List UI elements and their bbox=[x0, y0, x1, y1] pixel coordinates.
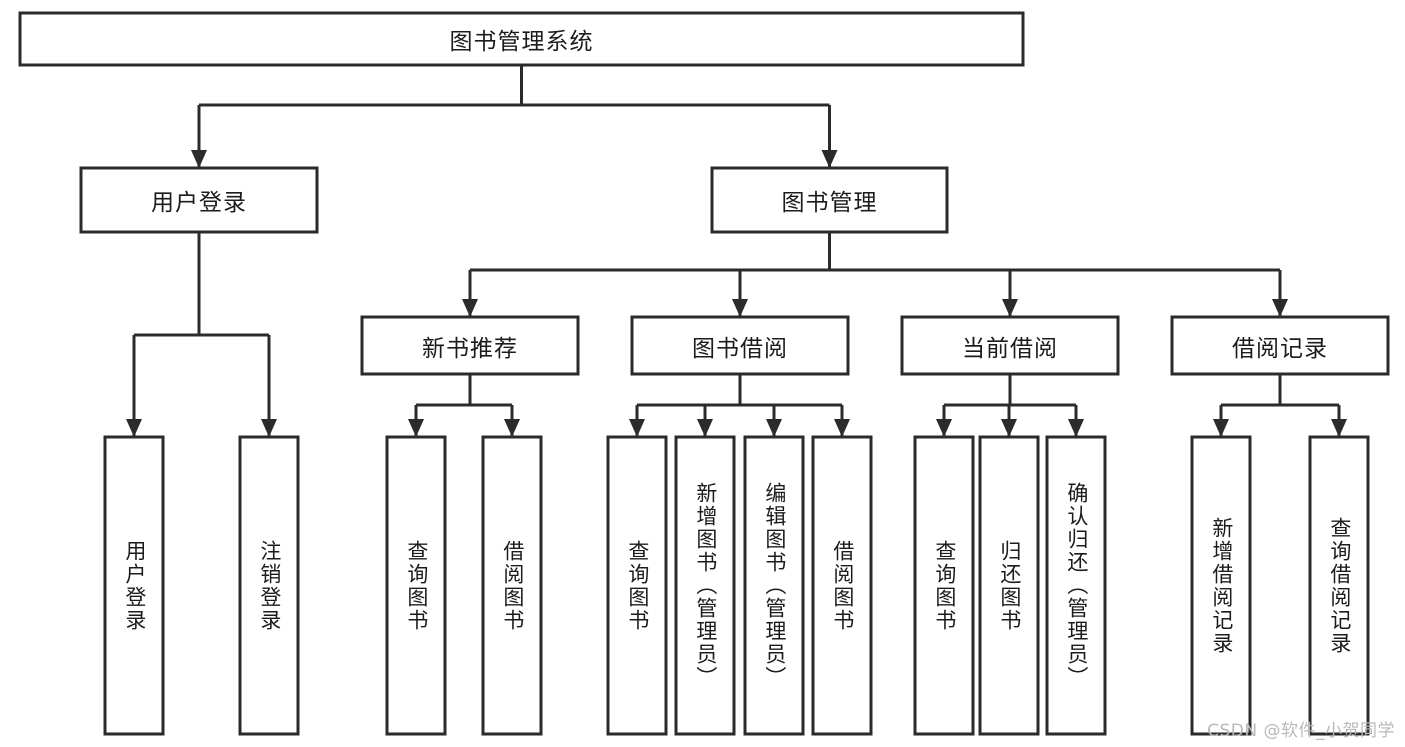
arrow-level2-0 bbox=[191, 150, 207, 168]
arrow-leaf-9 bbox=[1001, 419, 1017, 437]
node-leaf-3[interactable] bbox=[481, 435, 543, 736]
arrow-level3-0 bbox=[462, 299, 478, 317]
node-leaf-2[interactable] bbox=[385, 435, 447, 736]
node-leaf-4[interactable] bbox=[606, 435, 668, 736]
node-level3-0[interactable] bbox=[360, 315, 580, 376]
watermark-text: CSDN @软件_小贺同学 bbox=[1207, 721, 1395, 741]
node-leaf-10[interactable] bbox=[1045, 435, 1107, 736]
arrow-leaf-1 bbox=[261, 419, 277, 437]
node-level3-1[interactable] bbox=[630, 315, 850, 376]
arrow-leaf-11 bbox=[1213, 419, 1229, 437]
arrow-leaf-4 bbox=[629, 419, 645, 437]
node-leaf-12[interactable] bbox=[1308, 435, 1370, 736]
node-leaf-8[interactable] bbox=[913, 435, 975, 736]
arrow-leaf-0 bbox=[126, 419, 142, 437]
arrow-leaf-10 bbox=[1068, 419, 1084, 437]
node-level3-3[interactable] bbox=[1170, 315, 1390, 376]
arrow-leaf-2 bbox=[408, 419, 424, 437]
connectors-layer bbox=[126, 65, 1347, 437]
node-level2-0[interactable] bbox=[79, 166, 319, 234]
boxes-layer bbox=[18, 11, 1390, 736]
arrow-leaf-3 bbox=[504, 419, 520, 437]
arrow-level3-2 bbox=[1002, 299, 1018, 317]
arrow-leaf-6 bbox=[766, 419, 782, 437]
node-level3-2[interactable] bbox=[900, 315, 1120, 376]
arrow-leaf-12 bbox=[1331, 419, 1347, 437]
node-leaf-11[interactable] bbox=[1190, 435, 1252, 736]
node-leaf-0[interactable] bbox=[103, 435, 165, 736]
node-leaf-7[interactable] bbox=[811, 435, 873, 736]
arrow-level3-1 bbox=[732, 299, 748, 317]
node-leaf-5[interactable] bbox=[674, 435, 736, 736]
arrow-leaf-5 bbox=[697, 419, 713, 437]
node-leaf-6[interactable] bbox=[743, 435, 805, 736]
arrow-leaf-7 bbox=[834, 419, 850, 437]
node-root-图书管理系统[interactable] bbox=[18, 11, 1025, 67]
node-leaf-1[interactable] bbox=[238, 435, 300, 736]
arrow-leaf-8 bbox=[936, 419, 952, 437]
arrow-level2-1 bbox=[821, 150, 838, 168]
node-level2-1[interactable] bbox=[710, 166, 949, 234]
node-leaf-9[interactable] bbox=[978, 435, 1040, 736]
arrow-level3-3 bbox=[1272, 299, 1288, 317]
